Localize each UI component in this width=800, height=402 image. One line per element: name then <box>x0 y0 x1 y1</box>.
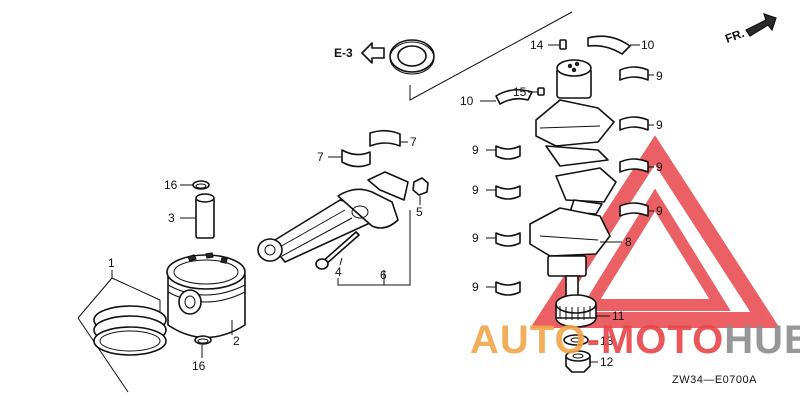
drawing-code: ZW34—E0700A <box>672 374 757 386</box>
callout-9-l1: 9 <box>472 143 479 157</box>
callout-10-lower: 10 <box>460 94 474 108</box>
callout-leaders <box>180 44 654 363</box>
callout-numbers: 1 2 3 4 5 6 7 7 8 9 9 9 9 9 9 9 9 10 10 … <box>108 38 663 373</box>
watermark-hub: HUB <box>724 318 800 362</box>
callout-9-r2: 9 <box>656 118 663 132</box>
callout-12: 12 <box>600 355 614 369</box>
callout-4: 4 <box>335 265 342 279</box>
thrust-washer-upper <box>587 35 631 55</box>
callout-7-left: 7 <box>317 150 324 164</box>
callout-16-upper: 16 <box>164 178 178 192</box>
callout-6: 6 <box>380 268 387 282</box>
svg-text:AUTO-MOTOHUB: AUTO-MOTOHUB <box>470 318 800 362</box>
oil-seal <box>389 39 435 75</box>
woodruff-key <box>559 39 567 50</box>
rod-bearing-lower <box>341 149 371 168</box>
callout-16-lower: 16 <box>192 359 206 373</box>
rod-bracket <box>337 210 411 286</box>
callout-9-r1: 9 <box>656 69 663 83</box>
watermark-auto: AUTO <box>470 318 587 362</box>
timing-gear <box>555 294 597 328</box>
crankshaft <box>529 59 617 303</box>
callout-9-l4: 9 <box>472 280 479 294</box>
crank-nut <box>565 350 591 373</box>
callout-9-r3: 9 <box>656 160 663 174</box>
piston <box>166 252 246 339</box>
pin-clip-upper <box>192 180 210 190</box>
callout-9-l2: 9 <box>472 183 479 197</box>
watermark-moto: MOTO <box>601 318 724 362</box>
direction-label: FR. <box>723 26 746 46</box>
direction-arrow-icon <box>745 13 777 37</box>
callout-2: 2 <box>233 334 240 348</box>
callout-13: 13 <box>600 334 614 348</box>
thrust-washer-lower <box>495 88 533 105</box>
callout-10-upper: 10 <box>641 38 655 52</box>
seal-group-bracket <box>409 11 573 101</box>
callout-8: 8 <box>625 235 632 249</box>
callout-7-right: 7 <box>410 135 417 149</box>
watermark-triangle-inner <box>579 188 731 311</box>
dowel-pin <box>537 87 545 96</box>
pin-clip-lower <box>194 335 212 345</box>
callout-5: 5 <box>416 205 423 219</box>
rod-nut <box>412 177 429 196</box>
rod-bolt <box>315 231 360 270</box>
washer <box>563 334 589 346</box>
callout-9-r4: 9 <box>656 204 663 218</box>
callout-11: 11 <box>612 309 625 323</box>
callout-9-l3: 9 <box>472 231 479 245</box>
callout-14: 14 <box>530 38 544 52</box>
connecting-rod <box>257 171 409 263</box>
watermark-dash: - <box>587 318 601 362</box>
main-bearing-shells <box>495 66 649 296</box>
callout-15: 15 <box>513 85 527 99</box>
callout-3: 3 <box>168 211 175 225</box>
reference-label: E-3 <box>334 46 353 60</box>
piston-pin <box>195 193 215 239</box>
front-direction: FR. <box>723 13 777 46</box>
reference-e3: E-3 <box>334 42 385 64</box>
rod-bearing-upper <box>369 129 401 147</box>
watermark-text: AUTO-MOTOHUB <box>470 318 800 362</box>
hollow-arrow-icon <box>361 42 385 64</box>
callout-1: 1 <box>108 256 115 270</box>
piston-rings <box>77 270 167 393</box>
